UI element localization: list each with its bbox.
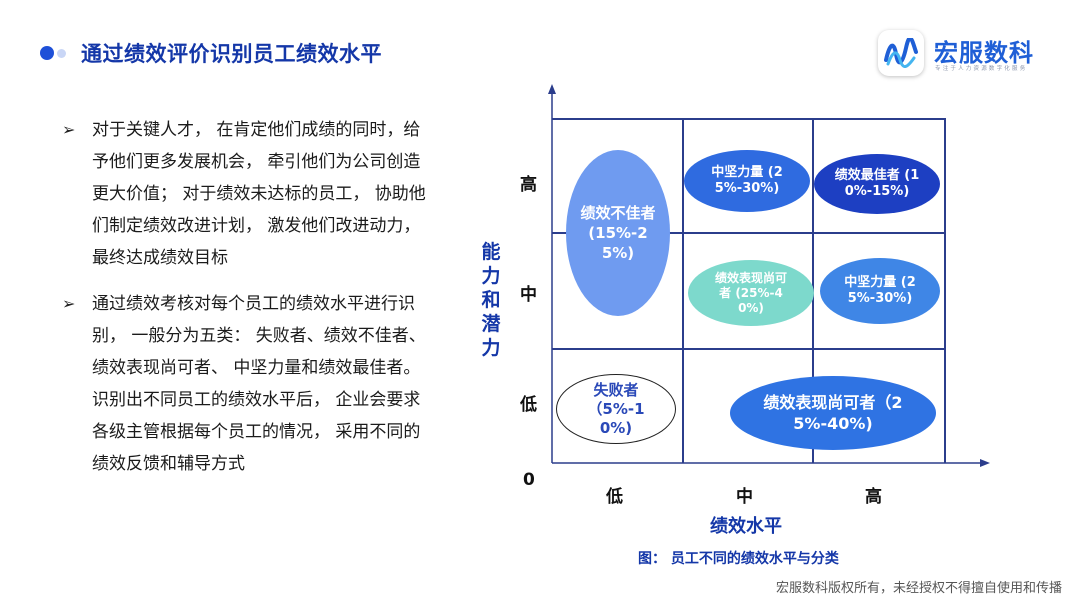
y-axis-title: 能力和潜力 [481,241,501,359]
page-header: 通过绩效评价识别员工绩效水平 [40,38,382,68]
x-tick-label: 高 [865,487,882,507]
brand-logo: 宏服数科 专注于人力资源数字化服务 [878,30,1053,76]
bullet-list: ➢ 对于关键人才， 在肯定他们成绩的同时，给予他们更多发展机会， 牵引他们为公司… [62,114,442,480]
matrix-item-core-mid: 中坚力量 (25%-30%) [820,258,940,324]
arrow-bullet-icon: ➢ [62,120,76,139]
matrix-item-core-high: 中坚力量 (25%-30%) [684,150,810,212]
logo-name: 宏服数科 [934,39,1034,67]
copyright-notice: 宏服数科版权所有，未经授权不得擅自使用和传播 [775,581,1062,596]
x-axis-title: 绩效水平 [710,516,782,537]
page-title: 通过绩效评价识别员工绩效水平 [81,42,382,66]
matrix-item-underperformer: 绩效不佳者(15%-25%) [566,150,670,316]
grid-line [944,118,946,463]
grid-line [682,118,684,463]
logo-mark-icon [878,30,924,76]
logo-subtitle: 专注于人力资源数字化服务 [935,66,1028,72]
bullet-item: ➢ 对于关键人才， 在肯定他们成绩的同时，给予他们更多发展机会， 牵引他们为公司… [62,114,442,274]
bullet-text: 通过绩效考核对每个员工的绩效水平进行识别， 一般分为五类： 失败者、绩效不佳者、… [92,294,426,474]
x-tick-label: 低 [606,487,623,507]
bullet-item: ➢ 通过绩效考核对每个员工的绩效水平进行识别， 一般分为五类： 失败者、绩效不佳… [62,288,442,480]
matrix-axes [548,84,990,467]
y-axis-arrow-icon [548,84,556,94]
y-tick-label: 低 [520,395,537,415]
y-tick-label: 高 [520,175,537,195]
matrix-item-adequate-low: 绩效表现尚可者（25%-40%) [730,376,936,450]
arrow-bullet-icon: ➢ [62,294,76,313]
matrix-item-best: 绩效最佳者 (10%-15%) [814,154,940,214]
bullet-dot-small-icon [57,48,66,58]
x-tick-label: 中 [736,487,753,507]
grid-line [552,118,945,120]
y-tick-label: 中 [520,285,537,305]
origin-label: 0 [523,470,535,490]
performance-matrix-diagram: 高 中 低 0 低 中 高 能力和潜力 绩效水平 绩效不佳者(15%-25%) … [470,80,1030,580]
bullet-text: 对于关键人才， 在肯定他们成绩的同时，给予他们更多发展机会， 牵引他们为公司创造… [92,120,426,268]
x-axis-arrow-icon [980,459,990,467]
grid-line [552,232,945,234]
matrix-item-adequate-mid: 绩效表现尚可者 (25%-40%) [688,260,814,326]
bullet-dot-icon [40,46,54,60]
diagram-caption: 图： 员工不同的绩效水平与分类 [638,551,839,567]
matrix-item-failure: 失败者（5%-10%) [556,374,676,444]
grid-line [552,348,945,350]
